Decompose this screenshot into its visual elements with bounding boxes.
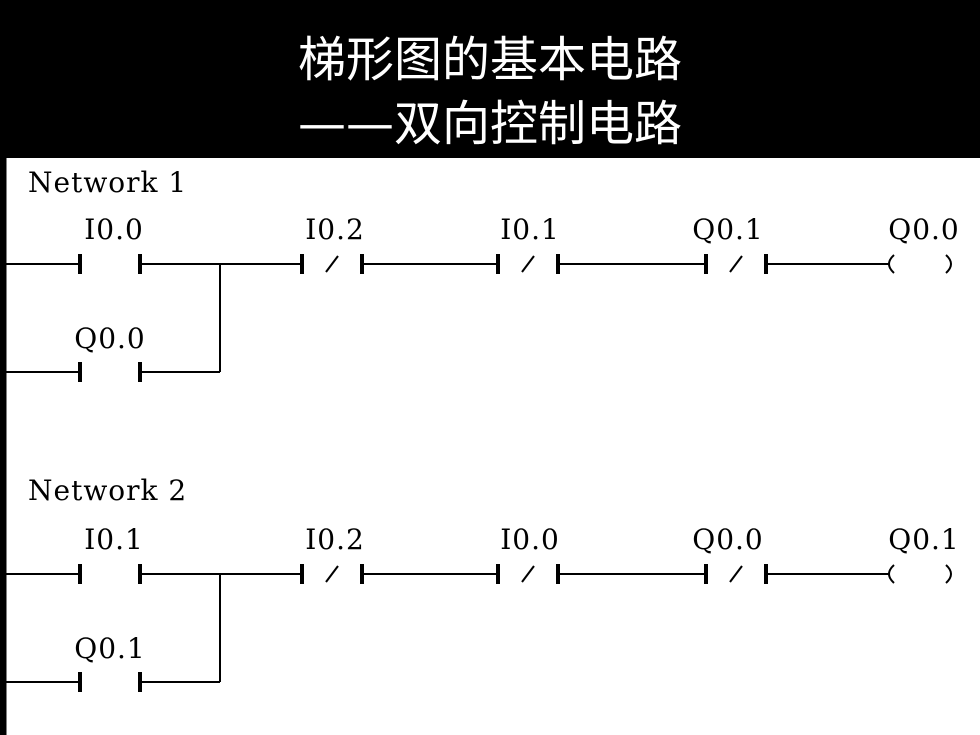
net1-coil-left-arc: [888, 254, 895, 274]
n2-contact-3-label: I0.0: [500, 523, 560, 556]
ladder-diagram: [4, 158, 952, 735]
net1-contact-3-slash: [521, 255, 535, 273]
n2-contact-1-label: I0.1: [84, 523, 144, 556]
net1-contact-2-slash: [325, 255, 339, 273]
n2-parallel-contact-label: Q0.1: [74, 632, 146, 665]
net2-coil-right-arc: [945, 564, 952, 584]
slide-title: 梯形图的基本电路: [297, 32, 682, 88]
n1-contact-2-label: I0.2: [305, 213, 365, 246]
n1-coil-label: Q0.0: [888, 213, 960, 246]
ladder-diagram-panel: Network 1 I0.0 I0.2 I0.1 Q0.1 Q0.0 Q0.0 …: [4, 158, 980, 735]
net1-contact-4-slash: [729, 255, 743, 273]
slide-subtitle: ——双向控制电路: [297, 96, 682, 152]
n2-contact-4-label: Q0.0: [692, 523, 764, 556]
net2-contact-2-slash: [325, 565, 339, 583]
n1-parallel-contact-label: Q0.0: [74, 322, 146, 355]
net2-contact-4-slash: [729, 565, 743, 583]
n2-coil-label: Q0.1: [888, 523, 960, 556]
net1-coil-right-arc: [945, 254, 952, 274]
network-1-label: Network 1: [28, 166, 188, 199]
net2-coil-left-arc: [888, 564, 895, 584]
n1-contact-1-label: I0.0: [84, 213, 144, 246]
network-2-label: Network 2: [28, 474, 188, 507]
n1-contact-3-label: I0.1: [500, 213, 560, 246]
n1-contact-4-label: Q0.1: [692, 213, 764, 246]
net2-contact-3-slash: [521, 565, 535, 583]
n2-contact-2-label: I0.2: [305, 523, 365, 556]
